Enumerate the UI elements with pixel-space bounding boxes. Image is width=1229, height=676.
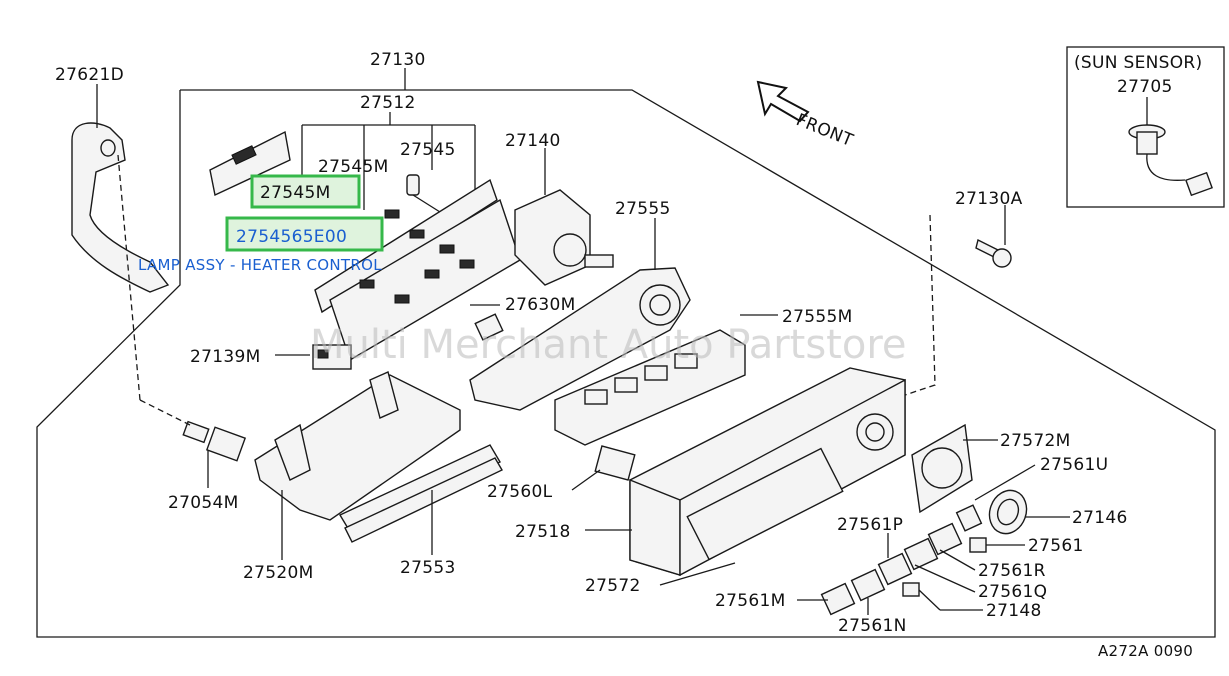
connector-27139m — [312, 344, 352, 370]
control-housing-27518 — [629, 367, 906, 577]
leader-27561q — [914, 564, 976, 593]
sun-sensor-part-label: 27705 — [1117, 77, 1173, 97]
connector-27630m — [474, 313, 504, 341]
dash-27054m — [139, 399, 191, 426]
leader-27560l — [571, 469, 601, 491]
lever-assembly-27555 — [469, 267, 691, 411]
drawing-code: A272A 0090 — [1098, 642, 1193, 660]
connector-27560l — [594, 445, 636, 481]
label-27561p: 27561P — [837, 515, 903, 535]
label-27146: 27146 — [1072, 508, 1128, 528]
circuit-board-27512 — [314, 178, 521, 362]
mounting-plate — [209, 130, 291, 197]
highlight-label-27545m[interactable]: 27545M — [260, 183, 331, 203]
part-caption[interactable]: LAMP ASSY - HEATER CONTROL — [138, 256, 382, 274]
knob-27146 — [988, 489, 1028, 535]
label-27512: 27512 — [360, 93, 416, 113]
frame-27520m — [254, 371, 461, 521]
rail-27553 — [339, 444, 503, 543]
button-27148 — [902, 582, 920, 597]
watermark: Multi Merchant Auto Partstore — [310, 322, 907, 368]
label-27561u: 27561U — [1040, 455, 1108, 475]
label-27572m: 27572M — [1000, 431, 1071, 451]
label-27545m-top: 27545M — [318, 157, 389, 177]
leader-27572 — [659, 562, 736, 586]
label-27630m: 27630M — [505, 295, 576, 315]
blower-switch-27140 — [514, 189, 614, 286]
sun-sensor-part — [1128, 97, 1213, 197]
assembly-boundary-outline — [36, 89, 1216, 638]
label-27572: 27572 — [585, 576, 641, 596]
label-27545: 27545 — [400, 140, 456, 160]
highlight-box-27545m[interactable] — [250, 174, 361, 209]
label-27561: 27561 — [1028, 536, 1084, 556]
label-27130: 27130 — [370, 50, 426, 70]
front-label: FRONT — [793, 110, 856, 151]
sun-sensor-box — [1066, 46, 1225, 208]
label-27553: 27553 — [400, 558, 456, 578]
label-27560l: 27560L — [487, 482, 553, 502]
label-27561q: 27561Q — [978, 582, 1047, 602]
label-27555m: 27555M — [782, 307, 853, 327]
label-27621d: 27621D — [55, 65, 124, 85]
dash-27130a — [904, 214, 936, 396]
socket-27054m — [182, 420, 247, 462]
highlight-label-2754565e00[interactable]: 2754565E00 — [236, 227, 347, 247]
label-27054m: 27054M — [168, 493, 239, 513]
label-27148: 27148 — [986, 601, 1042, 621]
label-27520m: 27520M — [243, 563, 314, 583]
label-27561r: 27561R — [978, 561, 1046, 581]
label-27555: 27555 — [615, 199, 671, 219]
dash-27621d — [117, 154, 141, 401]
label-27561n: 27561N — [838, 616, 907, 636]
button-27561u — [955, 504, 983, 532]
screw-27130a — [975, 238, 1012, 268]
faceplate-27572m — [911, 423, 973, 514]
slider-27555m — [554, 329, 746, 446]
bulb-27545 — [406, 174, 441, 213]
group-bracket-27512 — [301, 68, 476, 210]
label-27139m: 27139M — [190, 347, 261, 367]
label-27140: 27140 — [505, 131, 561, 151]
label-27561m: 27561M — [715, 591, 786, 611]
leader-27148 — [918, 589, 941, 611]
label-27518: 27518 — [515, 522, 571, 542]
leader-27561r — [939, 549, 976, 571]
leader-27561u — [974, 464, 1036, 501]
button-row — [820, 522, 963, 616]
highlight-box-2754565e00[interactable] — [225, 216, 384, 252]
front-arrow-icon — [756, 80, 810, 123]
duct-27621d — [71, 122, 170, 293]
button-27561 — [969, 537, 987, 553]
sun-sensor-title: (SUN SENSOR) — [1074, 53, 1202, 73]
label-27130a: 27130A — [955, 189, 1023, 209]
